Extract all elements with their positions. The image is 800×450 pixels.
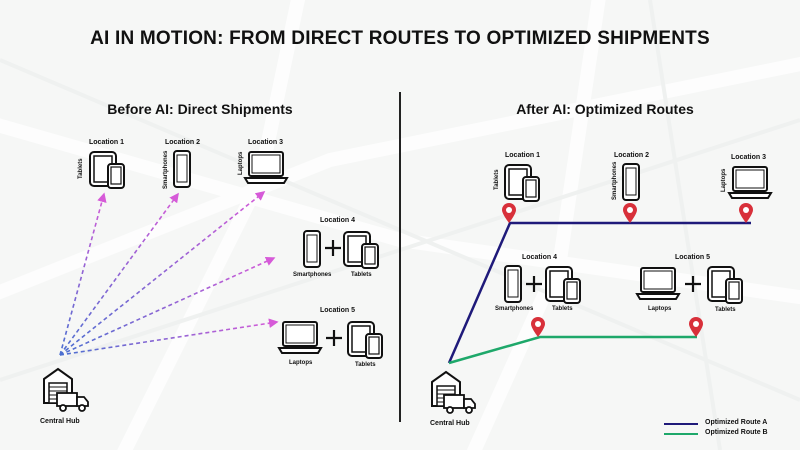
- smartphone-icon: [303, 230, 321, 268]
- panel-divider: [399, 92, 401, 422]
- after-location-1-item: Tablets: [494, 169, 500, 190]
- route-to-location-2: [59, 192, 179, 356]
- tablet-icon: [707, 266, 743, 304]
- after-location-4-item-1: Smartphones: [495, 306, 534, 312]
- after-location-3-item: Laptops: [721, 168, 727, 192]
- after-location-4-label: Location 4: [522, 254, 558, 261]
- map-pin-icon: [502, 203, 516, 223]
- truck-icon: [443, 394, 476, 414]
- after-optimized-routes: [447, 221, 751, 365]
- before-location-3-label: Location 3: [248, 139, 284, 146]
- after-hub-label: Central Hub: [430, 420, 470, 427]
- before-panel-title: Before AI: Direct Shipments: [107, 101, 293, 117]
- route-to-location-4: [59, 256, 276, 356]
- map-pin-icon: [689, 317, 703, 337]
- route-a-line: [447, 221, 751, 364]
- after-location-2-item: Smartphones: [612, 161, 618, 200]
- before-location-4-item-1: Smartphones: [293, 272, 332, 278]
- map-pin-icon: [531, 317, 545, 337]
- route-to-location-3: [59, 191, 266, 356]
- legend-route-b-swatch: [664, 433, 698, 435]
- smartphone-icon: [622, 163, 640, 201]
- route-to-location-1: [59, 192, 107, 356]
- after-location-5-item-1: Laptops: [648, 306, 672, 312]
- after-location-1-label: Location 1: [505, 152, 541, 159]
- plus-icon: [685, 276, 701, 292]
- smartphone-icon: [504, 265, 522, 303]
- before-location-5-item-1: Laptops: [289, 360, 313, 366]
- laptop-icon: [277, 321, 323, 354]
- after-location-4-item-2: Tablets: [552, 306, 573, 312]
- after-location-5-item-2: Tablets: [715, 307, 736, 313]
- after-location-5-label: Location 5: [675, 254, 711, 261]
- before-location-2-item: Smartphones: [163, 150, 169, 189]
- route-b-line: [448, 335, 697, 365]
- smartphone-icon: [173, 150, 191, 188]
- truck-icon: [56, 392, 89, 412]
- tablet-icon: [343, 231, 379, 269]
- main-title: AI IN MOTION: FROM DIRECT ROUTES TO OPTI…: [90, 28, 710, 49]
- tablet-icon: [347, 321, 383, 359]
- route-to-location-5: [59, 318, 279, 356]
- laptop-icon: [727, 166, 773, 199]
- before-hub-label: Central Hub: [40, 418, 80, 425]
- laptop-icon: [635, 267, 681, 300]
- before-location-5-item-2: Tablets: [355, 362, 376, 368]
- before-location-2-label: Location 2: [165, 139, 201, 146]
- map-pin-icon: [623, 203, 637, 223]
- tablet-icon: [545, 266, 581, 304]
- before-location-1-label: Location 1: [89, 139, 125, 146]
- before-location-4-item-2: Tablets: [351, 272, 372, 278]
- before-location-4-label: Location 4: [320, 217, 356, 224]
- legend-route-b-label: Optimized Route B: [705, 429, 768, 436]
- plus-icon: [325, 240, 341, 256]
- before-location-5-label: Location 5: [320, 307, 356, 314]
- map-pin-icon: [739, 203, 753, 223]
- legend-route-a-label: Optimized Route A: [705, 419, 768, 426]
- before-location-1-item: Tablets: [78, 158, 84, 179]
- plus-icon: [526, 276, 542, 292]
- laptop-icon: [243, 151, 289, 184]
- before-direct-routes: [59, 191, 279, 356]
- after-location-2-label: Location 2: [614, 152, 650, 159]
- tablet-icon: [504, 164, 540, 202]
- plus-icon: [326, 330, 342, 346]
- tablet-icon: [89, 151, 125, 189]
- after-panel-title: After AI: Optimized Routes: [516, 101, 694, 117]
- legend-route-a-swatch: [664, 423, 698, 425]
- after-location-3-label: Location 3: [731, 154, 767, 161]
